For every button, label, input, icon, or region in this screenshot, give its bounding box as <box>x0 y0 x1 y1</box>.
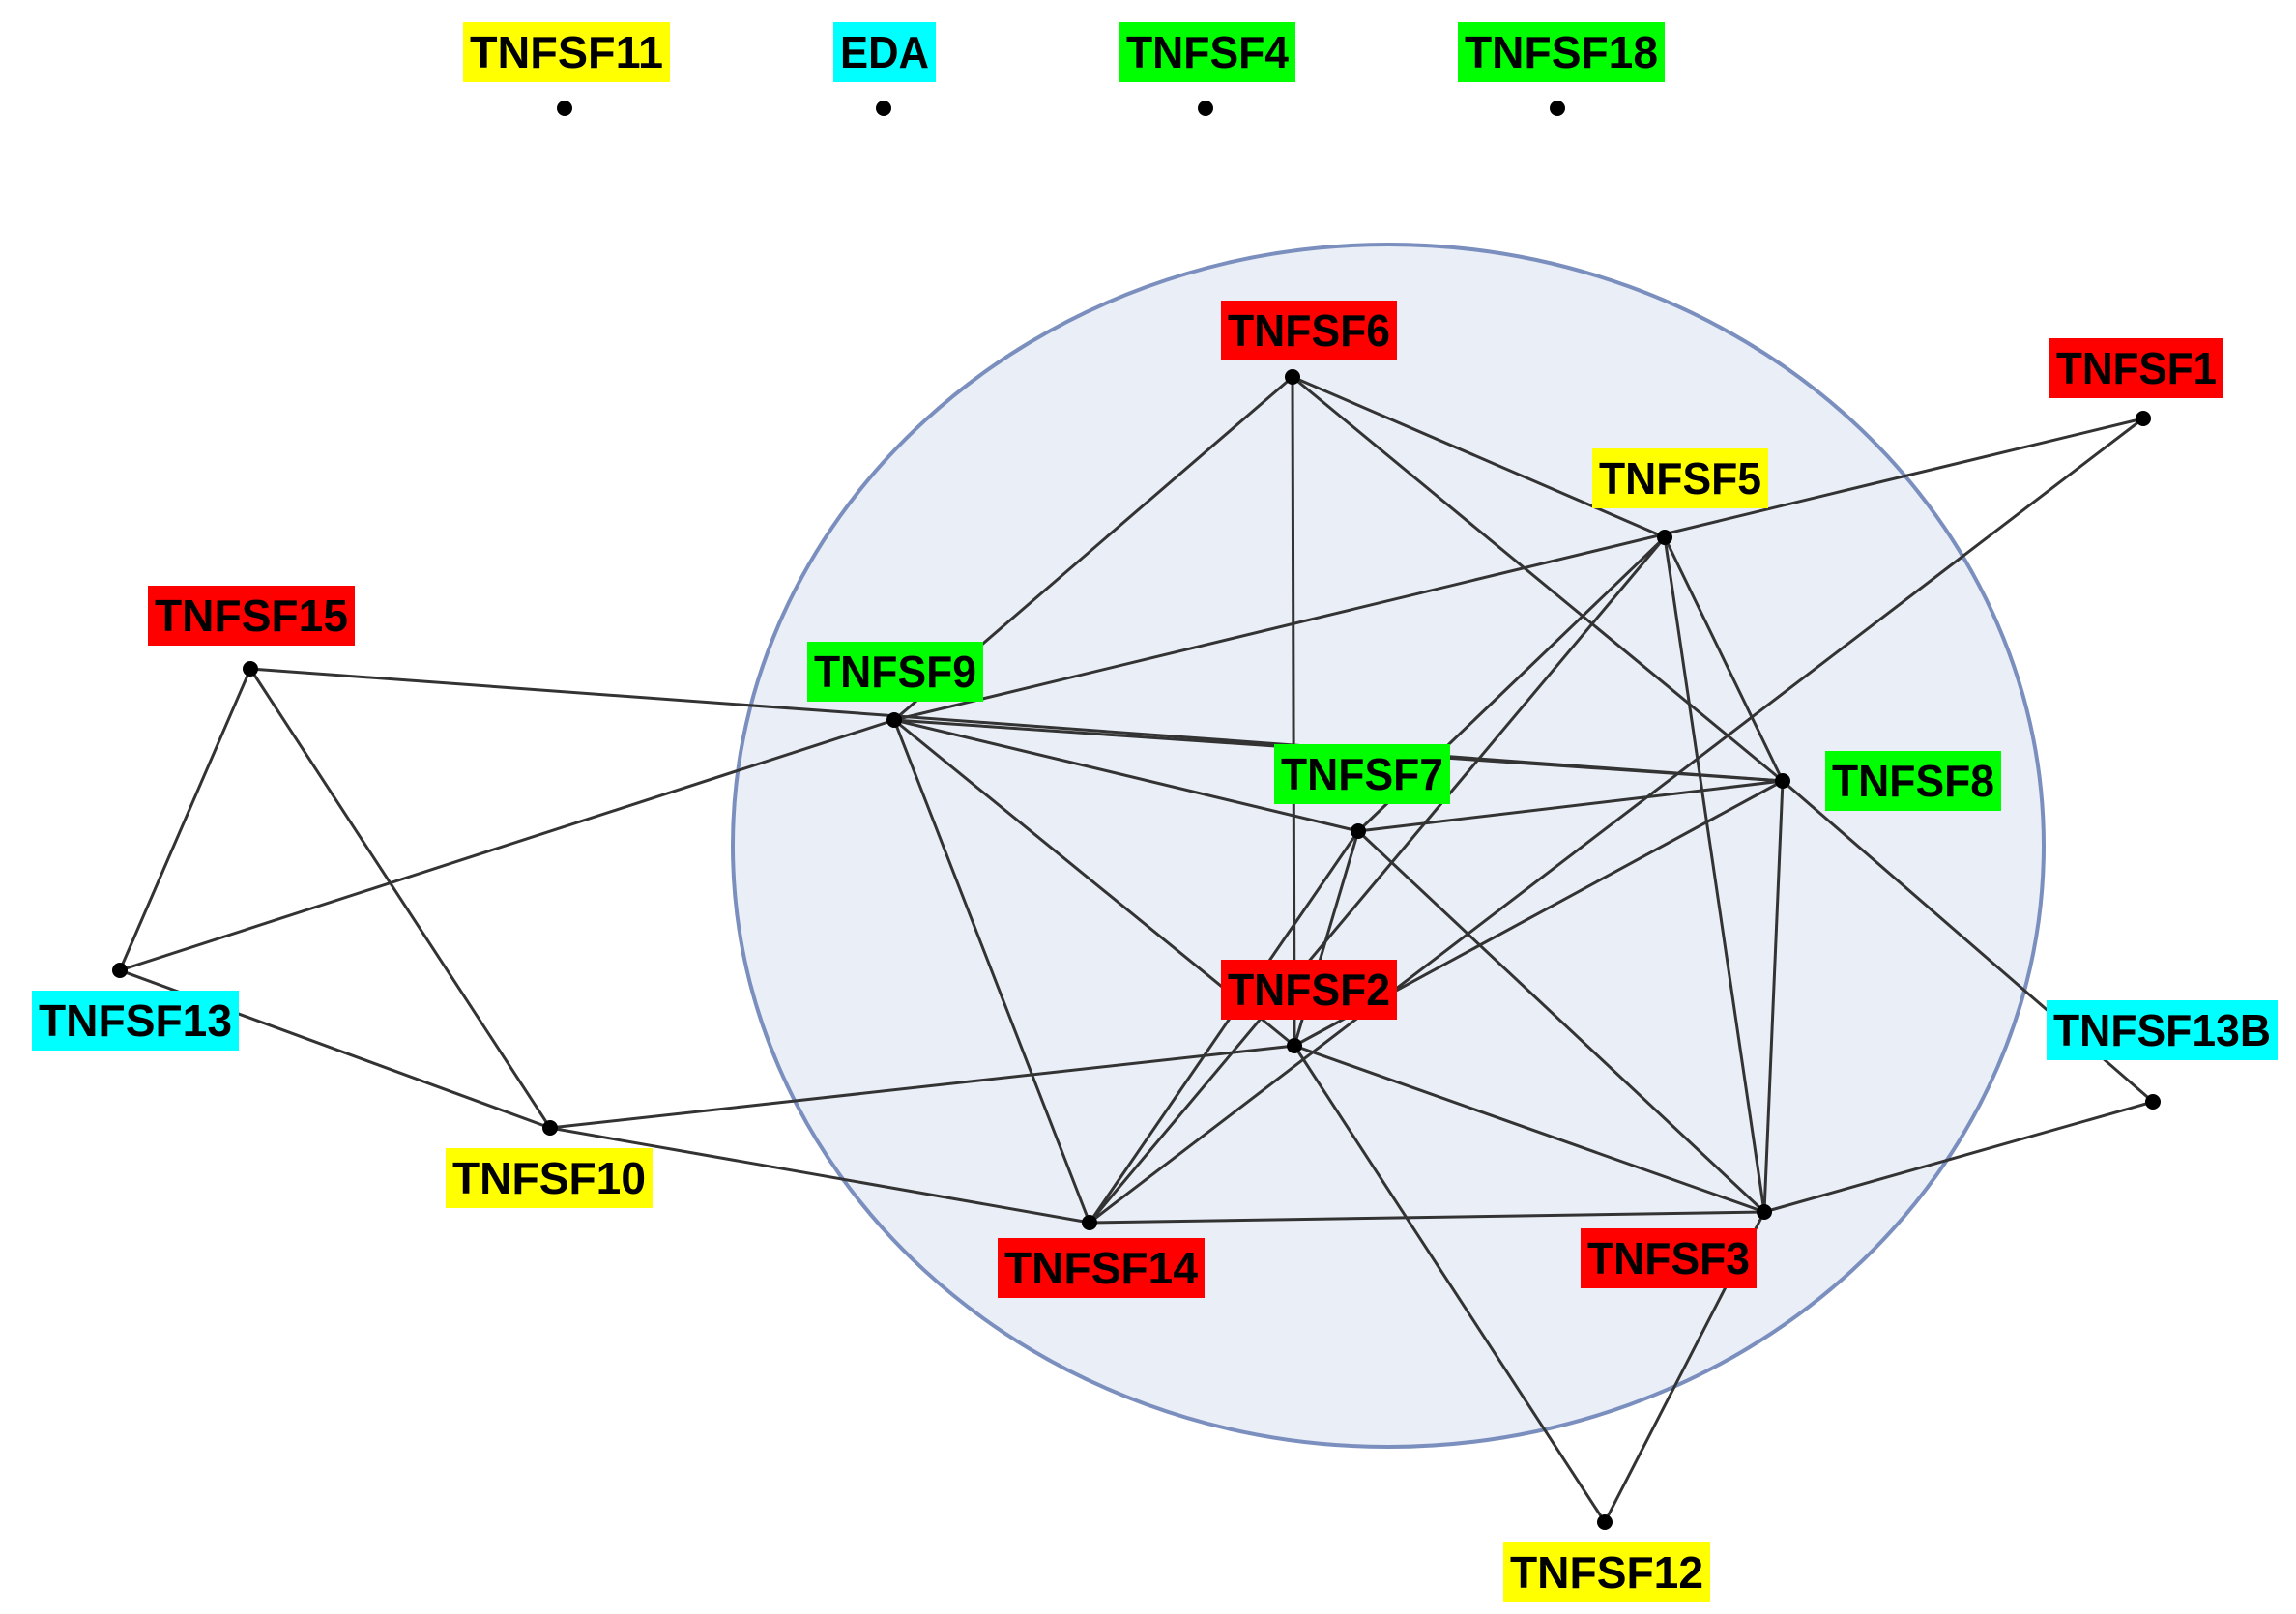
label-eda: EDA <box>840 27 929 77</box>
edge-tnfsf7-tnfsf8 <box>1357 779 1784 833</box>
label-tnfsf8: TNFSF8 <box>1832 756 1994 806</box>
edge-tnfsf8-tnfsf3 <box>1762 780 1785 1213</box>
label-background-tnfsf3 <box>1581 1228 1757 1288</box>
label-background-tnfsf4 <box>1119 22 1295 82</box>
edge-tnfsf7-tnfsf3 <box>1356 829 1766 1214</box>
label-background-tnfsf12 <box>1503 1542 1710 1602</box>
labels-group: TNFSF11 EDA TNFSF4 TNFSF18TNFSF6TNFSF1TNFSF… <box>32 22 2278 1602</box>
label-tnfsf2: TNFSF2 <box>1228 965 1390 1015</box>
node-tnfsf8 <box>1775 773 1790 789</box>
edge-tnfsf1-tnfsf14 <box>1089 417 2144 1225</box>
label-background-tnfsf18 <box>1458 22 1665 82</box>
edge-tnfsf15-tnfsf13 <box>118 668 252 971</box>
node-tnfsf4 <box>1198 101 1213 116</box>
label-tnfsf13b: TNFSF13B <box>2053 1005 2271 1055</box>
edge-tnfsf6-tnfsf5 <box>1292 375 1666 539</box>
label-background-eda <box>833 22 936 82</box>
label-tnfsf18: TNFSF18 <box>1465 27 1658 77</box>
edge-tnfsf10-tnfsf14 <box>549 1126 1090 1225</box>
node-tnfsf10 <box>542 1120 558 1136</box>
label-tnfsf9: TNFSF9 <box>814 647 976 697</box>
label-tnfsf7: TNFSF7 <box>1281 749 1443 799</box>
cluster-circle <box>731 243 2046 1449</box>
label-tnfsf10: TNFSF10 <box>452 1153 646 1203</box>
label-background-tnfsf11 <box>463 22 670 82</box>
edge-tnfsf10-tnfsf2 <box>549 1044 1295 1130</box>
nodes-group <box>112 101 2161 1530</box>
label-tnfsf14: TNFSF14 <box>1004 1243 1198 1293</box>
edge-tnfsf9-tnfsf14 <box>892 719 1091 1224</box>
label-tnfsf13: TNFSF13 <box>39 995 232 1046</box>
label-tnfsf5: TNFSF5 <box>1599 453 1761 504</box>
label-background-tnfsf14 <box>998 1238 1205 1298</box>
node-tnfsf11 <box>557 101 572 116</box>
node-tnfsf3 <box>1757 1204 1772 1220</box>
edge-tnfsf6-tnfsf8 <box>1292 375 1784 783</box>
edge-tnfsf7-tnfsf14 <box>1088 830 1360 1224</box>
label-tnfsf6: TNFSF6 <box>1228 305 1390 356</box>
label-tnfsf1: TNFSF1 <box>2056 343 2217 393</box>
edge-tnfsf3-tnfsf13b <box>1763 1100 2154 1214</box>
edge-tnfsf5-tnfsf8 <box>1663 536 1785 782</box>
node-tnfsf5 <box>1657 530 1672 545</box>
edge-tnfsf2-tnfsf3 <box>1293 1044 1765 1214</box>
node-tnfsf14 <box>1082 1215 1097 1230</box>
label-background-tnfsf10 <box>446 1148 653 1208</box>
label-background-tnfsf1 <box>2049 338 2223 398</box>
edge-tnfsf9-tnfsf7 <box>893 718 1359 833</box>
node-tnfsf7 <box>1351 823 1366 839</box>
node-tnfsf13b <box>2145 1094 2161 1110</box>
edge-tnfsf9-tnfsf13 <box>119 718 895 972</box>
edge-tnfsf2-tnfsf12 <box>1293 1045 1607 1523</box>
label-background-tnfsf6 <box>1221 301 1397 360</box>
label-background-tnfsf13b <box>2047 1000 2278 1060</box>
label-background-tnfsf9 <box>807 642 983 702</box>
label-tnfsf3: TNFSF3 <box>1587 1233 1750 1283</box>
node-tnfsf13 <box>112 963 128 978</box>
edge-tnfsf1-tnfsf9 <box>893 417 2144 722</box>
edge-tnfsf5-tnfsf3 <box>1663 536 1766 1213</box>
label-tnfsf12: TNFSF12 <box>1510 1547 1703 1598</box>
label-background-tnfsf5 <box>1592 448 1768 508</box>
node-eda <box>876 101 891 116</box>
edge-tnfsf6-tnfsf2 <box>1291 376 1296 1047</box>
label-background-tnfsf15 <box>148 586 355 646</box>
label-background-tnfsf13 <box>32 991 239 1051</box>
node-tnfsf9 <box>886 712 902 728</box>
node-tnfsf6 <box>1285 369 1300 385</box>
label-background-tnfsf8 <box>1825 751 2001 811</box>
label-tnfsf15: TNFSF15 <box>155 591 348 641</box>
node-tnfsf12 <box>1597 1514 1613 1530</box>
label-background-tnfsf7 <box>1274 744 1450 804</box>
label-tnfsf11: TNFSF11 <box>470 27 663 77</box>
edge-tnfsf14-tnfsf3 <box>1089 1210 1765 1225</box>
node-tnfsf2 <box>1287 1038 1302 1053</box>
label-background-tnfsf2 <box>1221 960 1397 1020</box>
label-tnfsf4: TNFSF4 <box>1126 27 1289 77</box>
edge-tnfsf5-tnfsf14 <box>1088 536 1667 1224</box>
node-tnfsf15 <box>243 661 258 677</box>
node-tnfsf1 <box>2136 411 2151 426</box>
node-tnfsf18 <box>1550 101 1565 116</box>
edge-tnfsf15-tnfsf10 <box>248 668 552 1129</box>
